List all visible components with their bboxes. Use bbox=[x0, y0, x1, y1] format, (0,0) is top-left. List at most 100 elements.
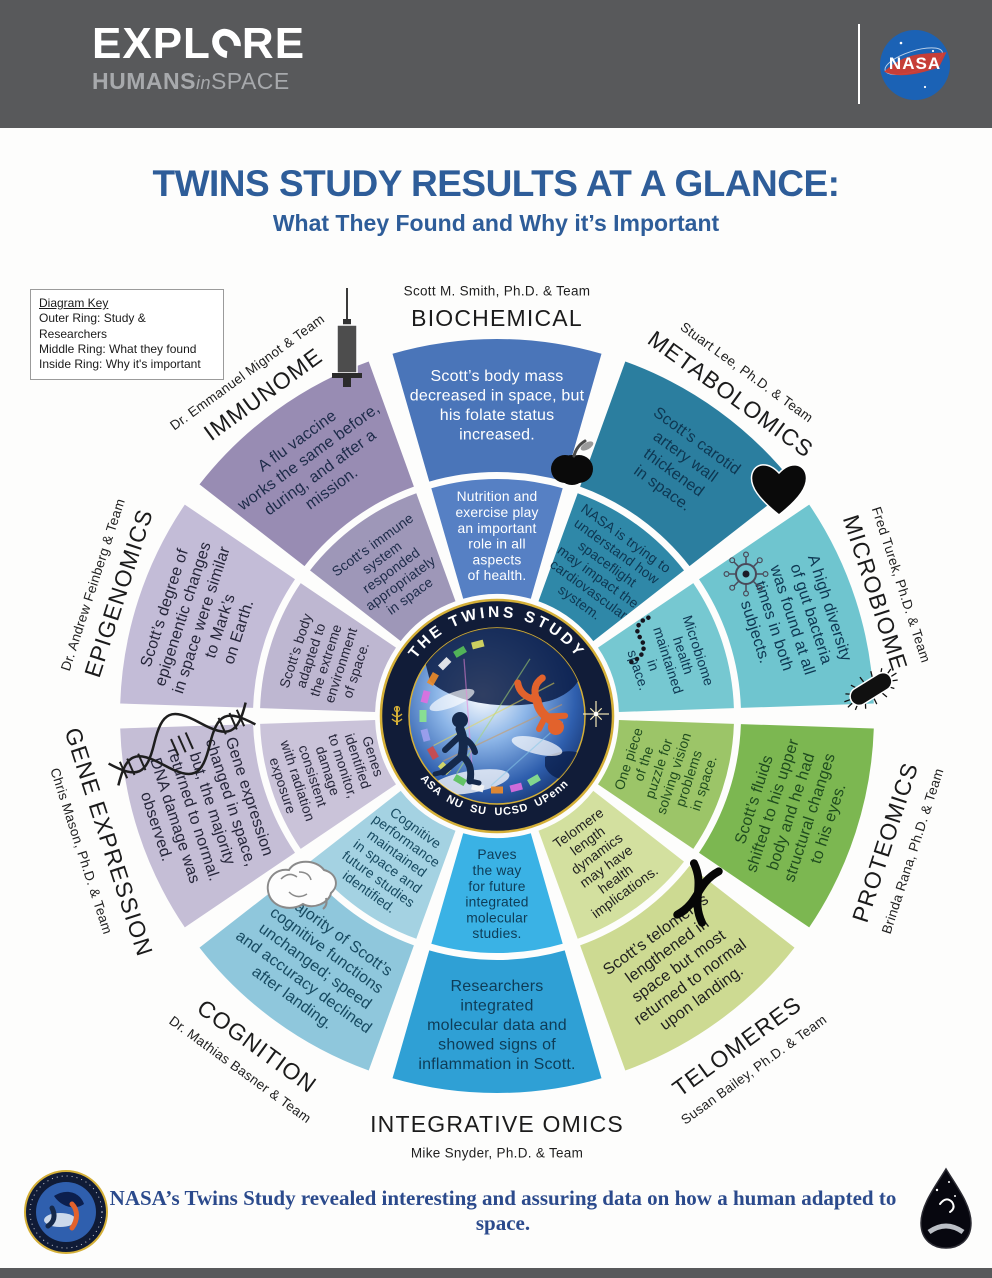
nasa-logo: NASA bbox=[878, 28, 952, 102]
svg-text:with radiation: with radiation bbox=[277, 738, 318, 824]
sector-epigenomics-found-arc bbox=[120, 504, 295, 708]
svg-text:Mike Snyder, Ph.D. & Team: Mike Snyder, Ph.D. & Team bbox=[411, 1146, 583, 1161]
svg-text:returned to normal.: returned to normal. bbox=[164, 746, 223, 883]
svg-text:BIOCHEMICAL: BIOCHEMICAL bbox=[411, 305, 583, 331]
svg-text:in space.: in space. bbox=[688, 754, 720, 813]
svg-text:observed.: observed. bbox=[137, 790, 175, 864]
nasa-star bbox=[923, 85, 927, 89]
svg-text:thickened: thickened bbox=[640, 445, 707, 500]
sector-metabolomics-title: METABOLOMICS bbox=[643, 325, 818, 462]
sector-proteomics-important-arc bbox=[598, 720, 734, 849]
sector-microbiome-found-arc bbox=[699, 504, 874, 708]
svg-text:Scott’s fluids: Scott’s fluids bbox=[732, 753, 777, 846]
svg-text:Scott’s immune: Scott’s immune bbox=[329, 510, 416, 579]
svg-text:environment: environment bbox=[322, 626, 360, 705]
svg-text:Researchers: Researchers bbox=[451, 978, 544, 995]
chromosome-icon bbox=[673, 859, 723, 927]
svg-text:works the same before,: works the same before, bbox=[234, 400, 383, 515]
svg-text:PROTEOMICS: PROTEOMICS bbox=[847, 759, 923, 926]
diagram-key-heading: Diagram Key bbox=[39, 296, 109, 310]
svg-text:body and he had: body and he had bbox=[765, 751, 819, 872]
svg-text:but, the majority: but, the majority bbox=[186, 750, 238, 867]
svg-text:Gene expression: Gene expression bbox=[222, 735, 276, 858]
svg-text:exercise play: exercise play bbox=[455, 505, 538, 520]
svg-text:returned to normal: returned to normal bbox=[631, 936, 750, 1029]
svg-text:Fred Turek, Ph.D. & Team: Fred Turek, Ph.D. & Team bbox=[869, 505, 934, 665]
svg-text:Dr. Andrew Feinberg & Team: Dr. Andrew Feinberg & Team bbox=[58, 497, 128, 673]
svg-text:mission.: mission. bbox=[302, 464, 361, 513]
sector-cognition-researcher: Dr. Mathias Basner & Team bbox=[166, 1013, 314, 1126]
svg-text:cognitive functions: cognitive functions bbox=[267, 904, 387, 997]
svg-text:Scott’s telomeres: Scott’s telomeres bbox=[600, 891, 712, 979]
svg-text:Chris Mason, Ph.D. & Team: Chris Mason, Ph.D. & Team bbox=[47, 766, 115, 936]
svg-text:inflammation in Scott.: inflammation in Scott. bbox=[418, 1056, 575, 1073]
sector-microbiome-researcher: Fred Turek, Ph.D. & Team bbox=[869, 505, 934, 665]
sector-metabolomics-found-arc bbox=[580, 361, 795, 567]
page-subtitle: What They Found and Why it’s Important bbox=[272, 210, 720, 236]
sector-biochemical-title: BIOCHEMICAL bbox=[411, 305, 583, 331]
svg-text:in: in bbox=[644, 658, 662, 673]
hrp-star bbox=[954, 1195, 956, 1197]
sector-epigenomics-important-arc bbox=[260, 583, 396, 712]
sector-gene-expression-important-arc bbox=[260, 720, 396, 849]
svg-text:Brinda Rana, Ph.D. & Team: Brinda Rana, Ph.D. & Team bbox=[879, 766, 947, 935]
sparkle-icon bbox=[583, 701, 609, 727]
svg-text:was found at all: was found at all bbox=[766, 562, 818, 677]
heart-icon bbox=[750, 464, 808, 516]
footer-tagline: NASA’s Twins Study revealed interesting … bbox=[109, 1186, 897, 1235]
svg-text:DNA damage was: DNA damage was bbox=[146, 756, 203, 886]
svg-text:Scott’s body mass: Scott’s body mass bbox=[431, 368, 564, 385]
sector-microbiome-title: MICROBIOME bbox=[838, 512, 913, 675]
svg-text:EPIGENOMICS: EPIGENOMICS bbox=[79, 506, 158, 681]
diagram-key-line: Inside Ring: Why it's important bbox=[39, 357, 201, 372]
svg-text:Microbiome: Microbiome bbox=[680, 613, 717, 687]
crescent-o-icon bbox=[206, 22, 247, 64]
svg-text:maintained: maintained bbox=[650, 625, 686, 696]
sector-microbiome-important-arc bbox=[598, 583, 734, 712]
svg-text:for future: for future bbox=[468, 879, 525, 894]
sector-gene-expression-title: GENE EXPRESSION bbox=[60, 724, 159, 959]
badge-flipping-silhouette bbox=[514, 674, 569, 736]
svg-text:COGNITION: COGNITION bbox=[192, 994, 321, 1098]
microbe-icon bbox=[723, 551, 769, 597]
svg-text:Scott’s degree of: Scott’s degree of bbox=[138, 547, 192, 670]
svg-text:A high diversity: A high diversity bbox=[804, 553, 854, 664]
svg-text:an important: an important bbox=[457, 521, 536, 536]
badge-title-text: THE TWINS STUDY bbox=[406, 604, 589, 662]
hrp-planet-arc bbox=[927, 1223, 965, 1235]
sector-telomeres-researcher: Susan Bailey, Ph.D. & Team bbox=[678, 1012, 829, 1128]
sector-proteomics-found-arc bbox=[699, 724, 874, 928]
svg-text:may have: may have bbox=[577, 842, 636, 890]
sector-metabolomics-researcher: Stuart Lee, Ph.D. & Team bbox=[678, 319, 816, 425]
mini-badge-text-ring bbox=[29, 1175, 103, 1249]
svg-text:METABOLOMICS: METABOLOMICS bbox=[643, 325, 818, 462]
diagram-key: Diagram Key Outer Ring: Study & Research… bbox=[30, 289, 224, 380]
sector-gene-expression-researcher: Chris Mason, Ph.D. & Team bbox=[47, 766, 115, 936]
svg-text:studies.: studies. bbox=[472, 926, 521, 941]
svg-text:health: health bbox=[596, 862, 636, 897]
svg-text:space.: space. bbox=[624, 648, 651, 692]
svg-text:Scott’s body: Scott’s body bbox=[277, 612, 315, 690]
svg-text:problems: problems bbox=[673, 748, 705, 808]
svg-text:Cognitive: Cognitive bbox=[387, 805, 444, 852]
svg-text:puzzle for: puzzle for bbox=[642, 737, 675, 801]
sector-telomeres-important-arc bbox=[538, 790, 684, 939]
svg-text:system.: system. bbox=[555, 582, 603, 623]
svg-text:understand how: understand how bbox=[571, 516, 662, 587]
svg-text:cardiovascular: cardiovascular bbox=[547, 557, 630, 623]
svg-text:lengthened in: lengthened in bbox=[623, 915, 713, 987]
dna-helix-icon bbox=[108, 702, 256, 786]
svg-text:in space and: in space and bbox=[351, 837, 425, 897]
svg-text:times in both: times in both bbox=[751, 579, 796, 673]
sector-integrative-omics-title: INTEGRATIVE OMICS bbox=[370, 1111, 623, 1137]
svg-text:Stuart Lee, Ph.D. & Team: Stuart Lee, Ph.D. & Team bbox=[678, 319, 816, 425]
hrp-astronaut-icon bbox=[939, 1198, 955, 1213]
